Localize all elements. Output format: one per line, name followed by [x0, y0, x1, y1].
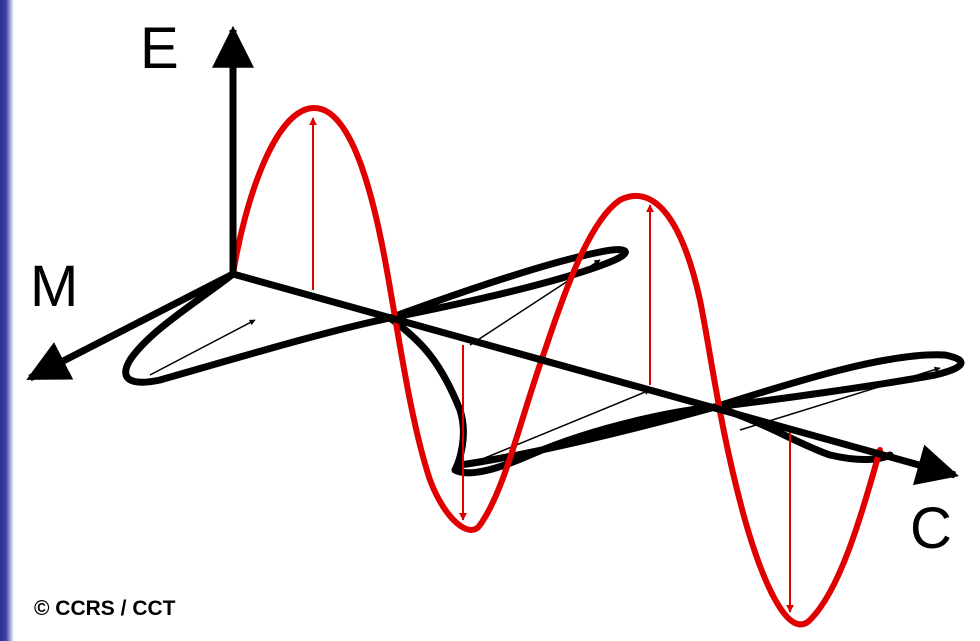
m-vector-1 [149, 319, 256, 376]
c-axis-line [232, 270, 960, 486]
magnetic-vectors [149, 259, 941, 461]
electric-wave [230, 104, 883, 628]
axes [26, 25, 960, 486]
c-axis-label: C [910, 496, 952, 561]
electric-vectors [309, 117, 794, 613]
m-axis-line [26, 270, 235, 382]
e-axis-label: E [140, 16, 179, 81]
m-axis-label: M [30, 254, 79, 319]
copyright-text: © CCRS / CCT [34, 597, 176, 620]
m-vector-3 [479, 389, 651, 461]
m-vector-2 [469, 259, 601, 346]
m-vector-4 [739, 366, 941, 431]
